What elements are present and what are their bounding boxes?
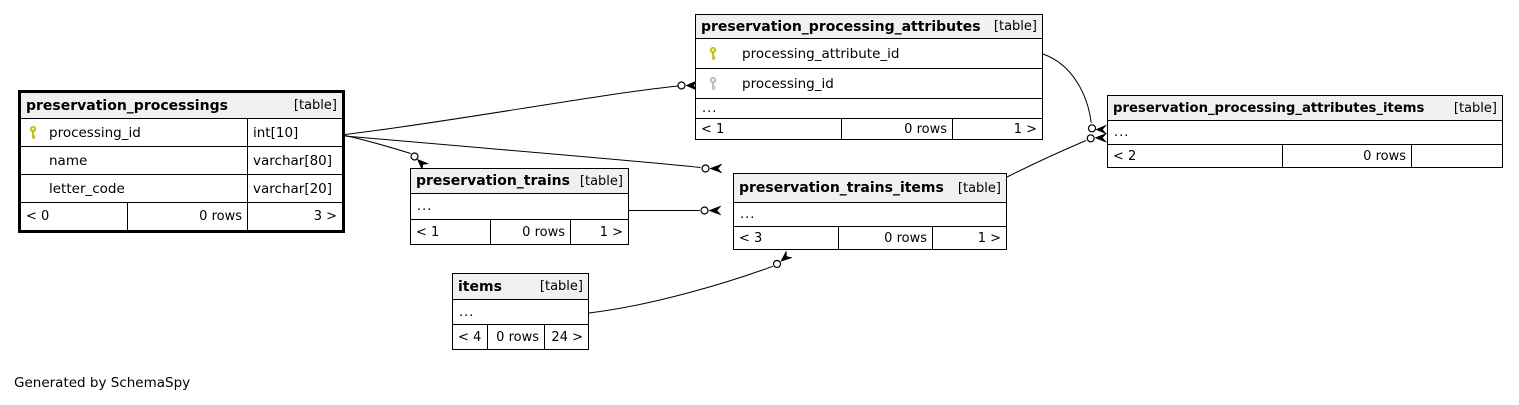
edge-attributes-to-attributes-items xyxy=(1042,53,1107,135)
table-title: items xyxy=(458,278,502,295)
table-title: preservation_trains xyxy=(416,173,570,189)
edge-processings-to-trains xyxy=(344,135,430,172)
table-header: items [table] xyxy=(453,274,588,300)
column-name: name xyxy=(49,152,88,169)
edge-processings-to-attributes xyxy=(344,80,698,135)
parents-count: < 2 xyxy=(1108,145,1283,167)
table-preservation-processings[interactable]: preservation_processings [table] process… xyxy=(18,90,345,233)
primary-key-icon xyxy=(708,46,720,61)
children-count xyxy=(1412,145,1502,167)
table-footer: < 3 0 rows 1 > xyxy=(734,227,1006,249)
row-count: 0 rows xyxy=(491,220,571,244)
more-columns-row: ... xyxy=(1108,121,1502,145)
table-header: preservation_processing_attributes [tabl… xyxy=(696,15,1042,39)
table-footer: < 1 0 rows 1 > xyxy=(411,220,628,244)
column-row: processing_id int[10] xyxy=(21,119,342,147)
row-count: 0 rows xyxy=(128,203,248,230)
children-count: 1 > xyxy=(599,224,623,240)
table-header: preservation_processings [table] xyxy=(21,93,342,119)
edge-processings-to-trains-items xyxy=(344,135,723,174)
table-preservation-trains-items[interactable]: preservation_trains_items [table] ... < … xyxy=(733,173,1007,250)
column-name: processing_attribute_id xyxy=(742,45,900,62)
generated-by-note: Generated by SchemaSpy xyxy=(14,375,191,391)
children-count: 3 > xyxy=(313,209,337,224)
row-count: 0 rows xyxy=(488,325,545,349)
column-row: processing_id xyxy=(696,69,1042,99)
table-items[interactable]: items [table] ... < 4 0 rows 24 > xyxy=(452,273,589,350)
table-type-tag: [table] xyxy=(1453,100,1497,116)
column-row: processing_attribute_id xyxy=(696,39,1042,69)
table-footer: < 2 0 rows xyxy=(1108,145,1502,167)
row-count: 0 rows xyxy=(839,227,933,249)
table-type-tag: [table] xyxy=(957,180,1001,196)
table-type-tag: [table] xyxy=(579,173,623,189)
row-count: 0 rows xyxy=(842,119,953,139)
table-title: preservation_processing_attributes xyxy=(701,18,981,35)
more-columns-row: ... xyxy=(696,99,1042,119)
table-footer: < 0 0 rows 3 > xyxy=(21,203,342,230)
column-row: letter_code varchar[20] xyxy=(21,175,342,203)
parents-count: < 4 xyxy=(453,325,488,349)
more-columns-row: ... xyxy=(734,203,1006,227)
column-name: processing_id xyxy=(742,75,834,92)
table-footer: < 1 0 rows 1 > xyxy=(696,119,1042,139)
table-title: preservation_processing_attributes_items xyxy=(1113,100,1425,116)
children-count: 1 > xyxy=(1013,121,1037,137)
foreign-key-icon xyxy=(708,76,720,91)
table-footer: < 4 0 rows 24 > xyxy=(453,325,588,349)
parents-count: < 1 xyxy=(411,220,491,244)
table-header: preservation_trains [table] xyxy=(411,169,628,194)
table-type-tag: [table] xyxy=(293,98,337,113)
table-preservation-trains[interactable]: preservation_trains [table] ... < 1 0 ro… xyxy=(410,168,629,245)
table-type-tag: [table] xyxy=(539,279,583,294)
column-name: processing_id xyxy=(49,124,141,141)
table-header: preservation_processing_attributes_items… xyxy=(1108,96,1502,121)
edge-trains-to-trains-items xyxy=(629,205,722,216)
column-row: name varchar[80] xyxy=(21,147,342,175)
column-name: letter_code xyxy=(49,180,125,197)
table-preservation-processing-attributes-items[interactable]: preservation_processing_attributes_items… xyxy=(1107,95,1503,168)
column-type: varchar[80] xyxy=(253,152,333,169)
table-type-tag: [table] xyxy=(993,19,1037,34)
table-title: preservation_processings xyxy=(26,97,228,114)
parents-count: < 0 xyxy=(21,203,128,230)
parents-count: < 1 xyxy=(696,119,842,139)
table-title: preservation_trains_items xyxy=(739,180,944,196)
edge-trains-items-to-attributes-items xyxy=(1006,133,1107,178)
children-count: 1 > xyxy=(977,230,1001,246)
primary-key-icon xyxy=(28,125,40,140)
table-preservation-processing-attributes[interactable]: preservation_processing_attributes [tabl… xyxy=(695,14,1043,140)
parents-count: < 3 xyxy=(734,227,839,249)
column-type: varchar[20] xyxy=(253,180,333,197)
more-columns-row: ... xyxy=(411,194,628,220)
row-count: 0 rows xyxy=(1283,145,1412,167)
column-type: int[10] xyxy=(253,124,299,141)
more-columns-row: ... xyxy=(453,300,588,325)
table-header: preservation_trains_items [table] xyxy=(734,174,1006,203)
children-count: 24 > xyxy=(551,329,583,345)
edge-items-to-trains-items xyxy=(588,249,794,314)
